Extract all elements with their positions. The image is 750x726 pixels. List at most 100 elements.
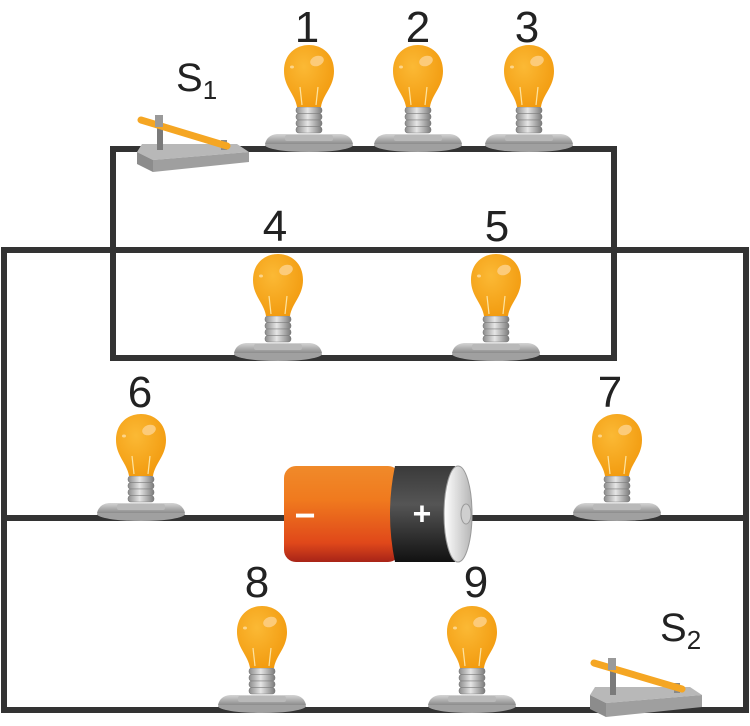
switch-base-side (606, 695, 702, 717)
switch-subscript: 2 (686, 625, 702, 655)
switch-s1[interactable] (137, 115, 249, 172)
bulb-glass (237, 606, 287, 668)
switch-base-front (590, 695, 606, 717)
bulb-label-8: 8 (244, 558, 270, 607)
bulb-holder-slot (505, 135, 553, 141)
wire-inner-loop (110, 250, 617, 361)
bulb-filament (462, 647, 466, 667)
bulb-highlight-small (259, 274, 263, 278)
bulb-holder-slot (448, 696, 496, 702)
switch-lever[interactable] (137, 116, 231, 150)
bulb-highlight-small (122, 434, 126, 438)
bulb-holder-slot (117, 504, 165, 510)
bulb-filament (408, 86, 412, 106)
bulb-label-5: 5 (484, 202, 510, 251)
bulb-filament (284, 295, 288, 315)
bulb-filament (268, 647, 272, 667)
bulb-filament (502, 295, 506, 315)
bulb-glass (284, 45, 334, 107)
bulb-label-4: 4 (262, 202, 288, 251)
bulb-highlight (473, 616, 487, 628)
switch-subscript: 1 (202, 75, 218, 105)
bulb-filament (519, 86, 523, 106)
switch-hinge (155, 115, 163, 127)
bulb-glass (471, 254, 521, 316)
bulb-screw-base (295, 106, 323, 134)
bulb-highlight-small (477, 274, 481, 278)
battery-negative-symbol: − (294, 495, 315, 536)
battery: − + (284, 465, 473, 563)
switch-base-side (153, 152, 249, 172)
bulb-filament (252, 647, 256, 667)
battery-terminal (460, 503, 472, 525)
bulb-glass (253, 254, 303, 316)
bulb-highlight-small (243, 626, 247, 630)
bulb-highlight-small (453, 626, 457, 630)
bulb-screw-base (515, 106, 543, 134)
bulb-label-6: 6 (127, 368, 153, 417)
bulb-filament (131, 455, 135, 475)
switch-label-s2: S2 (660, 608, 701, 653)
bulb-filament (623, 455, 627, 475)
bulb-filament (486, 295, 490, 315)
bulb-label-7: 7 (597, 368, 623, 417)
bulb-glass (504, 45, 554, 107)
bulb-label-3: 3 (514, 3, 540, 52)
bulb-highlight (279, 264, 293, 276)
bulb-1 (265, 45, 353, 152)
bulb-3 (485, 45, 573, 152)
bulb-glass (592, 414, 642, 476)
bulb-5 (452, 254, 540, 361)
bulb-filament (315, 86, 319, 106)
bulb-screw-base (127, 475, 155, 503)
bulb-2 (374, 45, 462, 152)
bulb-holder-slot (394, 135, 442, 141)
battery-positive-body (390, 466, 455, 562)
bulb-filament (424, 86, 428, 106)
bulb-holder-slot (285, 135, 333, 141)
switch-label-s1: S1 (176, 58, 217, 103)
switch-post (610, 669, 616, 695)
bulb-highlight-small (510, 65, 514, 69)
bulb-holder-slot (593, 504, 641, 510)
bulb-6 (97, 414, 185, 521)
bulb-glass (447, 606, 497, 668)
bulb-screw-base (458, 667, 486, 695)
switch-base-front (137, 152, 153, 172)
bulb-screw-base (482, 315, 510, 343)
battery-negative-body (284, 466, 400, 562)
bulb-filament (535, 86, 539, 106)
switch-hinge (608, 658, 616, 670)
bulb-filament (268, 295, 272, 315)
bulb-8 (218, 606, 306, 713)
switch-letter: S (176, 56, 203, 100)
bulb-highlight (310, 55, 324, 67)
switch-letter: S (660, 606, 687, 650)
bulb-holder-slot (254, 344, 302, 350)
bulb-9 (428, 606, 516, 713)
bulb-highlight (142, 424, 156, 436)
switch-s2[interactable] (590, 658, 702, 717)
bulb-4 (234, 254, 322, 361)
bulb-highlight-small (598, 434, 602, 438)
bulb-highlight-small (290, 65, 294, 69)
bulb-screw-base (603, 475, 631, 503)
bulb-filament (147, 455, 151, 475)
bulb-holder-slot (472, 344, 520, 350)
bulb-screw-base (248, 667, 276, 695)
bulb-label-9: 9 (463, 558, 489, 607)
bulb-highlight (419, 55, 433, 67)
bulb-highlight (497, 264, 511, 276)
battery-positive-symbol: + (413, 495, 432, 531)
bulb-filament (607, 455, 611, 475)
bulb-highlight-small (399, 65, 403, 69)
bulb-filament (478, 647, 482, 667)
switch-lever[interactable] (590, 659, 686, 693)
bulb-glass (116, 414, 166, 476)
bulb-label-2: 2 (405, 3, 431, 52)
bulb-screw-base (264, 315, 292, 343)
bulb-filament (299, 86, 303, 106)
switch-post (157, 126, 163, 150)
bulb-highlight (263, 616, 277, 628)
